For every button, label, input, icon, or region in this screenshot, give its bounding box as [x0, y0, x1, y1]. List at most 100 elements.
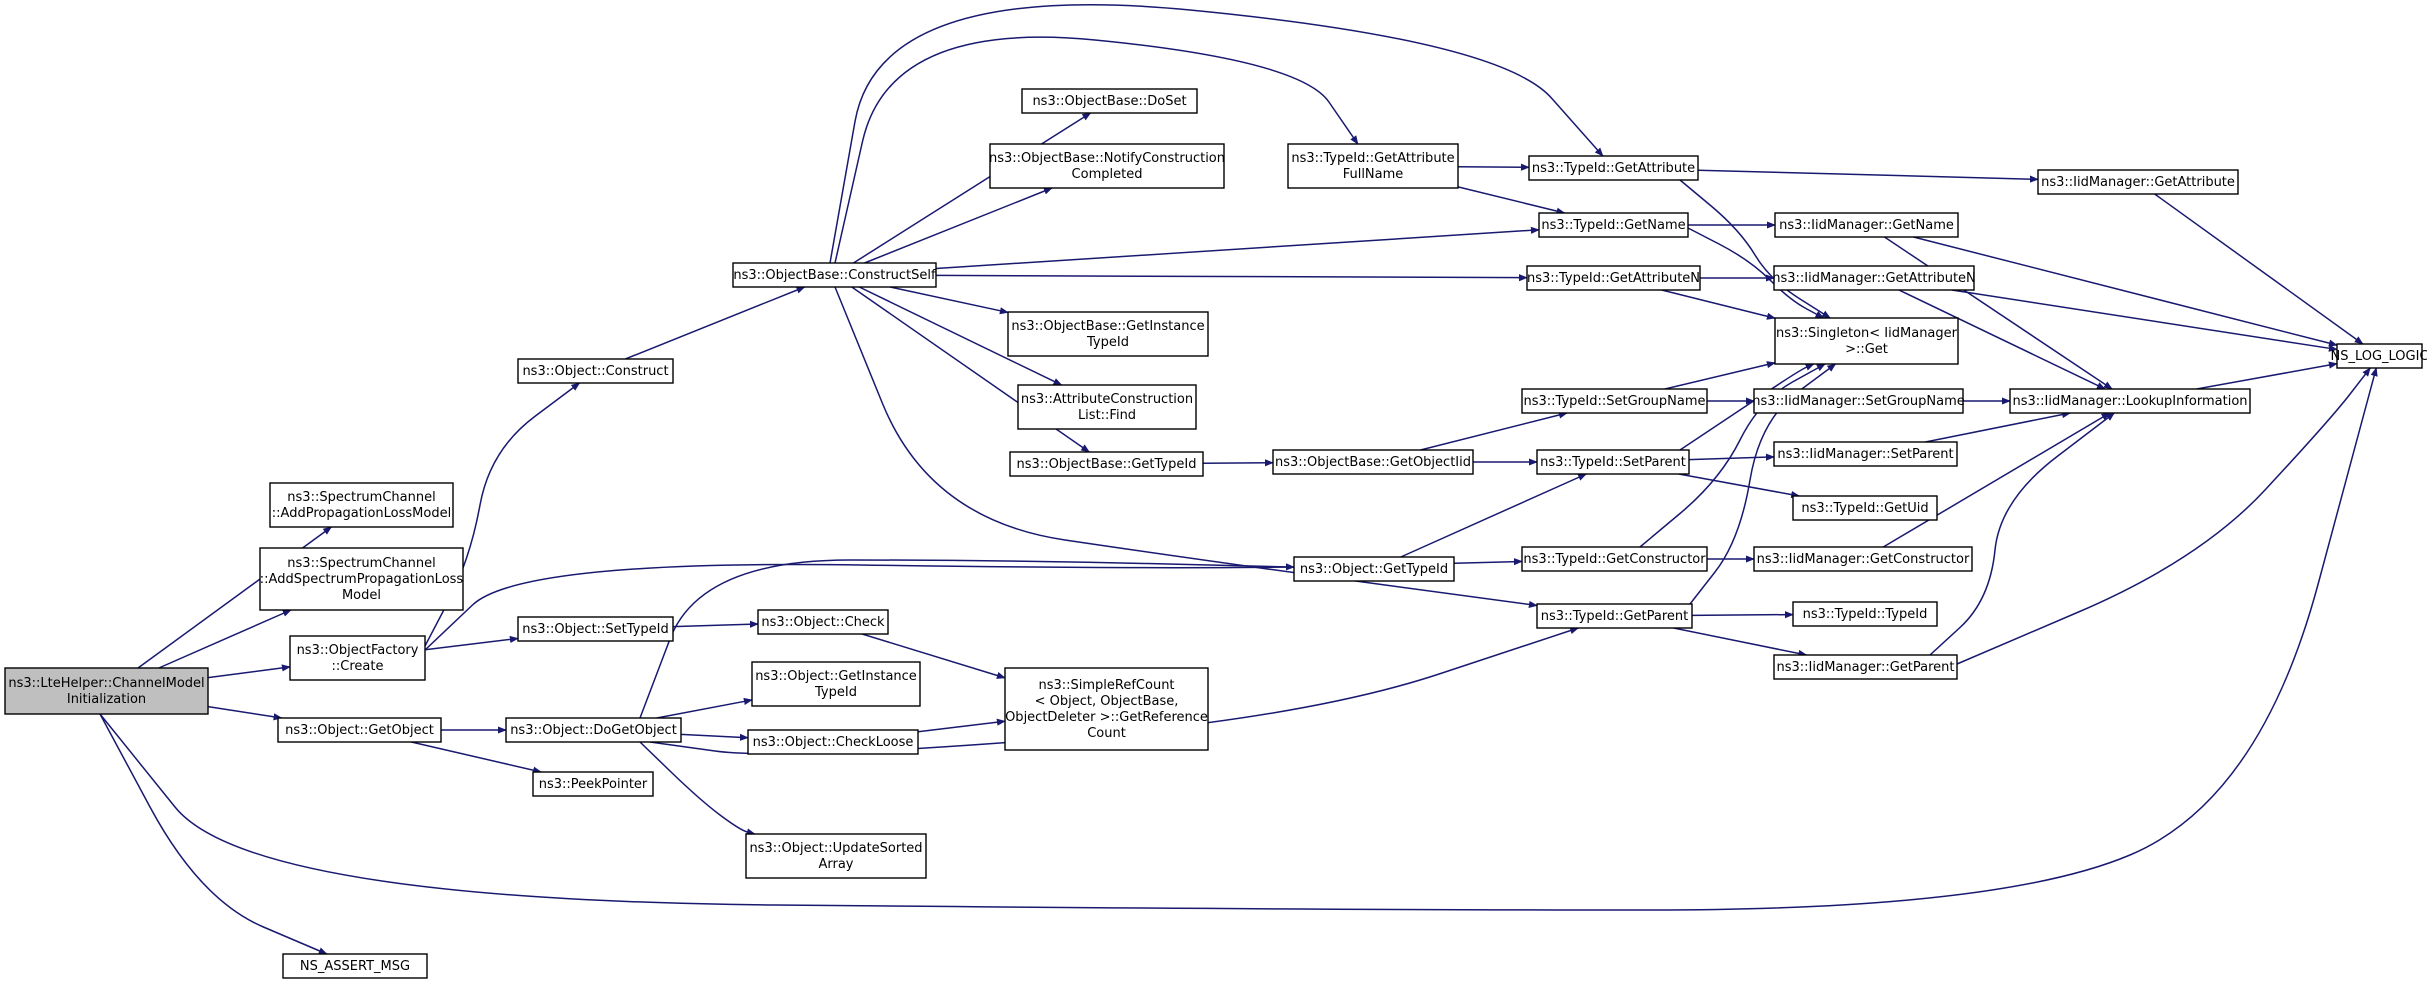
- node-label: ns3::PeekPointer: [539, 777, 648, 792]
- node-box: [1538, 212, 1689, 238]
- node-box: [2037, 169, 2239, 195]
- node-getobjectiid[interactable]: ns3::ObjectBase::GetObjectIid: [1272, 449, 1474, 475]
- node-settypeid[interactable]: ns3::Object::SetTypeId: [517, 616, 674, 642]
- edge-t_getattr-to-singleton: [1679, 179, 1831, 319]
- node-t-getparent[interactable]: ns3::TypeId::GetParent: [1536, 603, 1693, 629]
- node-label: ns3::Object::GetTypeId: [1300, 562, 1448, 577]
- edge-factory-to-t_getctor: [424, 558, 1523, 651]
- edge-t_getparent-to-singleton: [1689, 363, 1837, 605]
- node-label: Completed: [1072, 167, 1143, 182]
- node-label: TypeId: [814, 685, 857, 700]
- node-box: [1773, 441, 1958, 467]
- node-t-getname[interactable]: ns3::TypeId::GetName: [1538, 212, 1689, 238]
- node-singleton[interactable]: ns3::Singleton< IidManager>::Get: [1774, 317, 1959, 365]
- node-nslog[interactable]: NS_LOG_LOGIC: [2330, 343, 2427, 369]
- edge-check-to-refcount: [861, 633, 1006, 679]
- node-t-getctor[interactable]: ns3::TypeId::GetConstructor: [1521, 546, 1708, 572]
- edge-constructself-to-ob_gettypeid: [851, 286, 1090, 453]
- node-checkloose[interactable]: ns3::Object::CheckLoose: [747, 729, 919, 755]
- node-t-getattrn[interactable]: ns3::TypeId::GetAttributeN: [1526, 265, 1701, 291]
- node-i-getctor[interactable]: ns3::IidManager::GetConstructor: [1753, 546, 1973, 572]
- node-i-getattr[interactable]: ns3::IidManager::GetAttribute: [2037, 169, 2239, 195]
- edge-factory-to-settypeid: [424, 635, 519, 651]
- node-lookup[interactable]: ns3::IidManager::LookupInformation: [2009, 388, 2251, 414]
- node-t-typeid[interactable]: ns3::TypeId::TypeId: [1792, 601, 1938, 627]
- edge-i_getattrn-to-lookup: [1898, 289, 2106, 390]
- node-box: [2009, 388, 2251, 414]
- node-doset[interactable]: ns3::ObjectBase::DoSet: [1021, 88, 1198, 114]
- node-box: [1287, 143, 1459, 189]
- node-t-setgroup[interactable]: ns3::TypeId::SetGroupName: [1521, 388, 1708, 414]
- node-i-setparent[interactable]: ns3::IidManager::SetParent: [1773, 441, 1958, 467]
- node-constructself[interactable]: ns3::ObjectBase::ConstructSelf: [732, 262, 937, 288]
- node-label: ns3::Object::UpdateSorted: [749, 841, 922, 856]
- node-peekpointer[interactable]: ns3::PeekPointer: [532, 771, 654, 797]
- node-box: [1536, 603, 1693, 629]
- node-box: [1272, 449, 1474, 475]
- edge-dogetobject-to-t_getparent: [649, 627, 1580, 755]
- node-box: [1753, 546, 1973, 572]
- node-label: ns3::IidManager::GetAttribute: [2041, 175, 2235, 190]
- node-label: ns3::AttributeConstruction: [1021, 392, 1193, 407]
- node-refcount[interactable]: ns3::SimpleRefCount< Object, ObjectBase,…: [1004, 667, 1209, 751]
- edge-lookup-to-nslog: [2196, 361, 2338, 390]
- node-spec-loss[interactable]: ns3::SpectrumChannel::AddPropagationLoss…: [269, 482, 454, 528]
- node-label: ns3::IidManager::GetName: [1779, 218, 1954, 233]
- edge-constructself-to-t_getattrn: [935, 274, 1528, 282]
- node-i-setgroup[interactable]: ns3::IidManager::SetGroupName: [1752, 388, 1965, 414]
- edge-t_getattrn-to-singleton: [1661, 289, 1776, 320]
- node-i-getname[interactable]: ns3::IidManager::GetName: [1774, 212, 1959, 238]
- edge-o_gettypeid-to-t_setparent: [1400, 473, 1588, 558]
- node-box: [517, 616, 674, 642]
- edge-constructself-to-t_getname: [935, 226, 1540, 270]
- edge-ob_gettypeid-to-getobjectiid: [1202, 459, 1274, 467]
- node-assert[interactable]: NS_ASSERT_MSG: [282, 953, 428, 979]
- node-t-getuid[interactable]: ns3::TypeId::GetUid: [1792, 495, 1938, 521]
- node-getobject[interactable]: ns3::Object::GetObject: [277, 717, 442, 743]
- node-label: Array: [818, 857, 853, 872]
- node-check[interactable]: ns3::Object::Check: [757, 609, 889, 635]
- node-label: ns3::IidManager::SetParent: [1777, 447, 1953, 462]
- node-label: ns3::IidManager::GetAttributeN: [1772, 271, 1976, 286]
- node-label: ns3::SpectrumChannel: [287, 490, 435, 505]
- node-spec-prop[interactable]: ns3::SpectrumChannel::AddSpectrumPropaga…: [259, 547, 464, 611]
- node-label: ns3::ObjectBase::DoSet: [1032, 94, 1186, 109]
- node-i-getparent[interactable]: ns3::IidManager::GetParent: [1773, 654, 1958, 680]
- node-box: [757, 609, 889, 635]
- edge-dogetobject-to-o_gettypeid: [639, 559, 1295, 719]
- edge-attrfull-to-t_getattr: [1457, 163, 1530, 171]
- node-box: [277, 717, 442, 743]
- edge-root-to-nslog: [99, 367, 2378, 911]
- node-t-getattr[interactable]: ns3::TypeId::GetAttribute: [1528, 155, 1699, 181]
- node-label: NS_ASSERT_MSG: [300, 959, 410, 974]
- node-ob-gettypeid[interactable]: ns3::ObjectBase::GetTypeId: [1009, 451, 1204, 477]
- node-box: [1021, 88, 1198, 114]
- edge-root-to-spec_prop: [158, 609, 292, 669]
- node-label: ns3::SpectrumChannel: [287, 556, 435, 571]
- node-i-getattrn[interactable]: ns3::IidManager::GetAttributeN: [1772, 265, 1976, 291]
- node-factory[interactable]: ns3::ObjectFactory::Create: [289, 635, 426, 681]
- nodes-layer: ns3::LteHelper::ChannelModelInitializati…: [4, 88, 2427, 979]
- node-label: ns3::IidManager::SetGroupName: [1752, 394, 1965, 409]
- node-root[interactable]: ns3::LteHelper::ChannelModelInitializati…: [4, 667, 209, 715]
- node-label: ::Create: [332, 659, 384, 674]
- node-label: ::AddPropagationLossModel: [272, 506, 451, 521]
- node-label: ns3::ObjectFactory: [297, 643, 419, 658]
- node-box: [745, 833, 927, 879]
- node-label: ObjectDeleter >::GetReference: [1005, 710, 1208, 725]
- node-label: ns3::IidManager::GetParent: [1776, 660, 1954, 675]
- node-notify[interactable]: ns3::ObjectBase::NotifyConstructionCompl…: [989, 143, 1225, 189]
- node-t-setparent[interactable]: ns3::TypeId::SetParent: [1536, 449, 1690, 475]
- edge-constructself-to-t_getparent: [834, 286, 1538, 609]
- node-label: ns3::ObjectBase::NotifyConstruction: [989, 151, 1225, 166]
- node-o-gettypeid[interactable]: ns3::Object::GetTypeId: [1293, 556, 1455, 582]
- node-label: ns3::Object::GetInstance: [755, 669, 917, 684]
- node-label: ns3::TypeId::GetParent: [1541, 609, 1689, 624]
- node-construct[interactable]: ns3::Object::Construct: [517, 358, 674, 384]
- node-dogetobject[interactable]: ns3::Object::DoGetObject: [505, 717, 682, 743]
